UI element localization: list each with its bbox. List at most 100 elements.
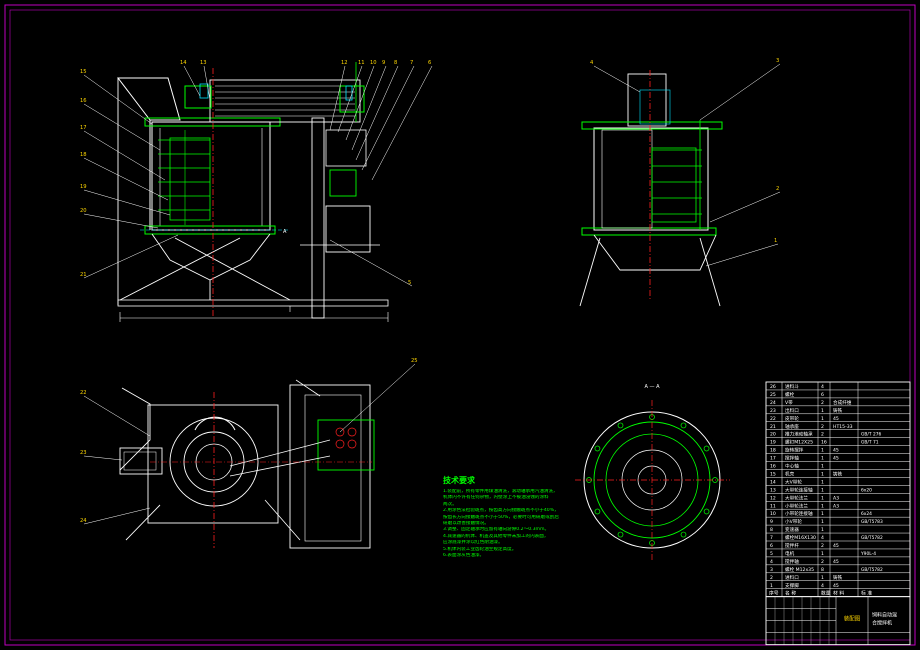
bom-material: HT15-33 — [833, 424, 853, 430]
bom-name: V带 — [785, 400, 793, 406]
line-work — [347, 427, 357, 437]
bom-material: 45 — [833, 543, 839, 549]
part-balloon-number: 9 — [382, 60, 385, 66]
line-work — [329, 239, 413, 287]
line-work — [680, 531, 687, 538]
bom-qty: 4 — [821, 384, 824, 390]
line-work — [229, 439, 331, 467]
line-work — [203, 65, 211, 101]
bom-no: 16 — [770, 464, 776, 470]
bom-header-cell: 材 料 — [833, 590, 844, 597]
tech-line: 机体内不许有任何杂物，内壁涂上不被油浸蚀的涂料 — [443, 495, 549, 501]
bom-name: 大带轮连接轴 — [785, 486, 813, 493]
line-work — [119, 237, 241, 301]
part-balloon-number: 3 — [776, 58, 779, 64]
bom-qty: 1 — [821, 464, 824, 470]
bom-material: 铸铁 — [833, 470, 843, 477]
bom-name: 小V带轮 — [785, 518, 802, 525]
line-work — [169, 137, 211, 221]
bom-name: 变速器 — [785, 526, 799, 533]
bom-qty: 4 — [821, 583, 824, 589]
part-balloon-number: 21 — [80, 272, 87, 278]
bom-material: 45 — [833, 559, 839, 565]
bom-header-cell: 标 准 — [861, 590, 872, 597]
line-work — [304, 394, 362, 542]
bom-material: 45 — [833, 416, 839, 422]
bom-name: 搅拌杆 — [785, 542, 799, 549]
drawing-frame — [4, 4, 916, 646]
bom-name: 进料口 — [785, 574, 799, 581]
front-view: A — [116, 62, 389, 322]
line-work — [639, 89, 671, 125]
tech-line: 1.装配前，所有零件用煤油清洗，滚动轴承用汽油清洗， — [443, 489, 558, 494]
bom-name: 螺钉M12X25 — [785, 439, 813, 446]
line-work — [329, 169, 357, 197]
line-work — [680, 422, 687, 429]
bom-no: 4 — [770, 559, 773, 565]
bom-qty: 1 — [821, 448, 824, 454]
line-work — [311, 117, 325, 319]
bom-no: 13 — [770, 487, 776, 493]
line-work — [325, 129, 367, 167]
bom-name: 皮带轮 — [785, 415, 799, 422]
part-balloon-number: 2 — [776, 186, 779, 192]
bom-name: 旋转搅拌 — [785, 447, 804, 454]
drawing-name: 装配图 — [844, 615, 861, 623]
line-work — [601, 129, 653, 229]
line-work — [83, 234, 179, 279]
bom-qty: 1 — [821, 416, 824, 422]
line-work — [83, 103, 161, 151]
bom-standard: 6x24 — [861, 511, 872, 517]
tech-lines: 1.装配前，所有零件用煤油清洗，滚动轴承用汽油清洗，机体内不许有任何杂物，内壁涂… — [443, 489, 573, 559]
bom-no: 5 — [770, 551, 773, 557]
bom-no: 7 — [770, 535, 773, 541]
line-work — [123, 451, 157, 471]
part-balloon-number: 12 — [341, 60, 348, 66]
line-work — [83, 507, 151, 525]
line-work — [83, 213, 159, 229]
bom-qty: 1 — [821, 408, 824, 414]
bom-name: 机壳 — [785, 470, 795, 477]
part-balloon-number: 13 — [200, 60, 207, 66]
bom-name: 推力滚动轴承 — [785, 431, 813, 438]
line-work — [295, 379, 321, 397]
bom-no: 9 — [770, 519, 773, 525]
line-work — [83, 74, 153, 125]
bom-standard: GB/T5782 — [861, 567, 883, 573]
part-balloon-number: 23 — [80, 450, 87, 456]
line-work — [699, 63, 781, 121]
line-work — [83, 455, 123, 461]
line-work — [351, 65, 387, 151]
tech-line: 4.减速器的机体、机盖及其他零件未加工的内表面， — [443, 533, 549, 539]
line-work — [703, 445, 710, 452]
line-work — [705, 243, 779, 267]
product-name-cont: 合搅拌机 — [872, 620, 892, 627]
part-balloon-number: 1 — [774, 238, 777, 244]
line-work — [83, 189, 171, 216]
part-balloon-number: 17 — [80, 125, 87, 131]
part-balloon-number: 14 — [180, 60, 187, 66]
line-work — [174, 237, 291, 301]
line-work — [194, 416, 236, 431]
part-balloon-number: 25 — [411, 358, 418, 364]
section-cut-mark: A — [283, 229, 287, 235]
line-work — [119, 387, 151, 471]
part-balloon-number: 7 — [410, 60, 413, 66]
bom-no: 25 — [770, 392, 776, 398]
line-work — [199, 83, 209, 99]
bom-name: 小带轮连接轴 — [785, 510, 813, 517]
bom-name: 轴承座 — [785, 423, 799, 430]
